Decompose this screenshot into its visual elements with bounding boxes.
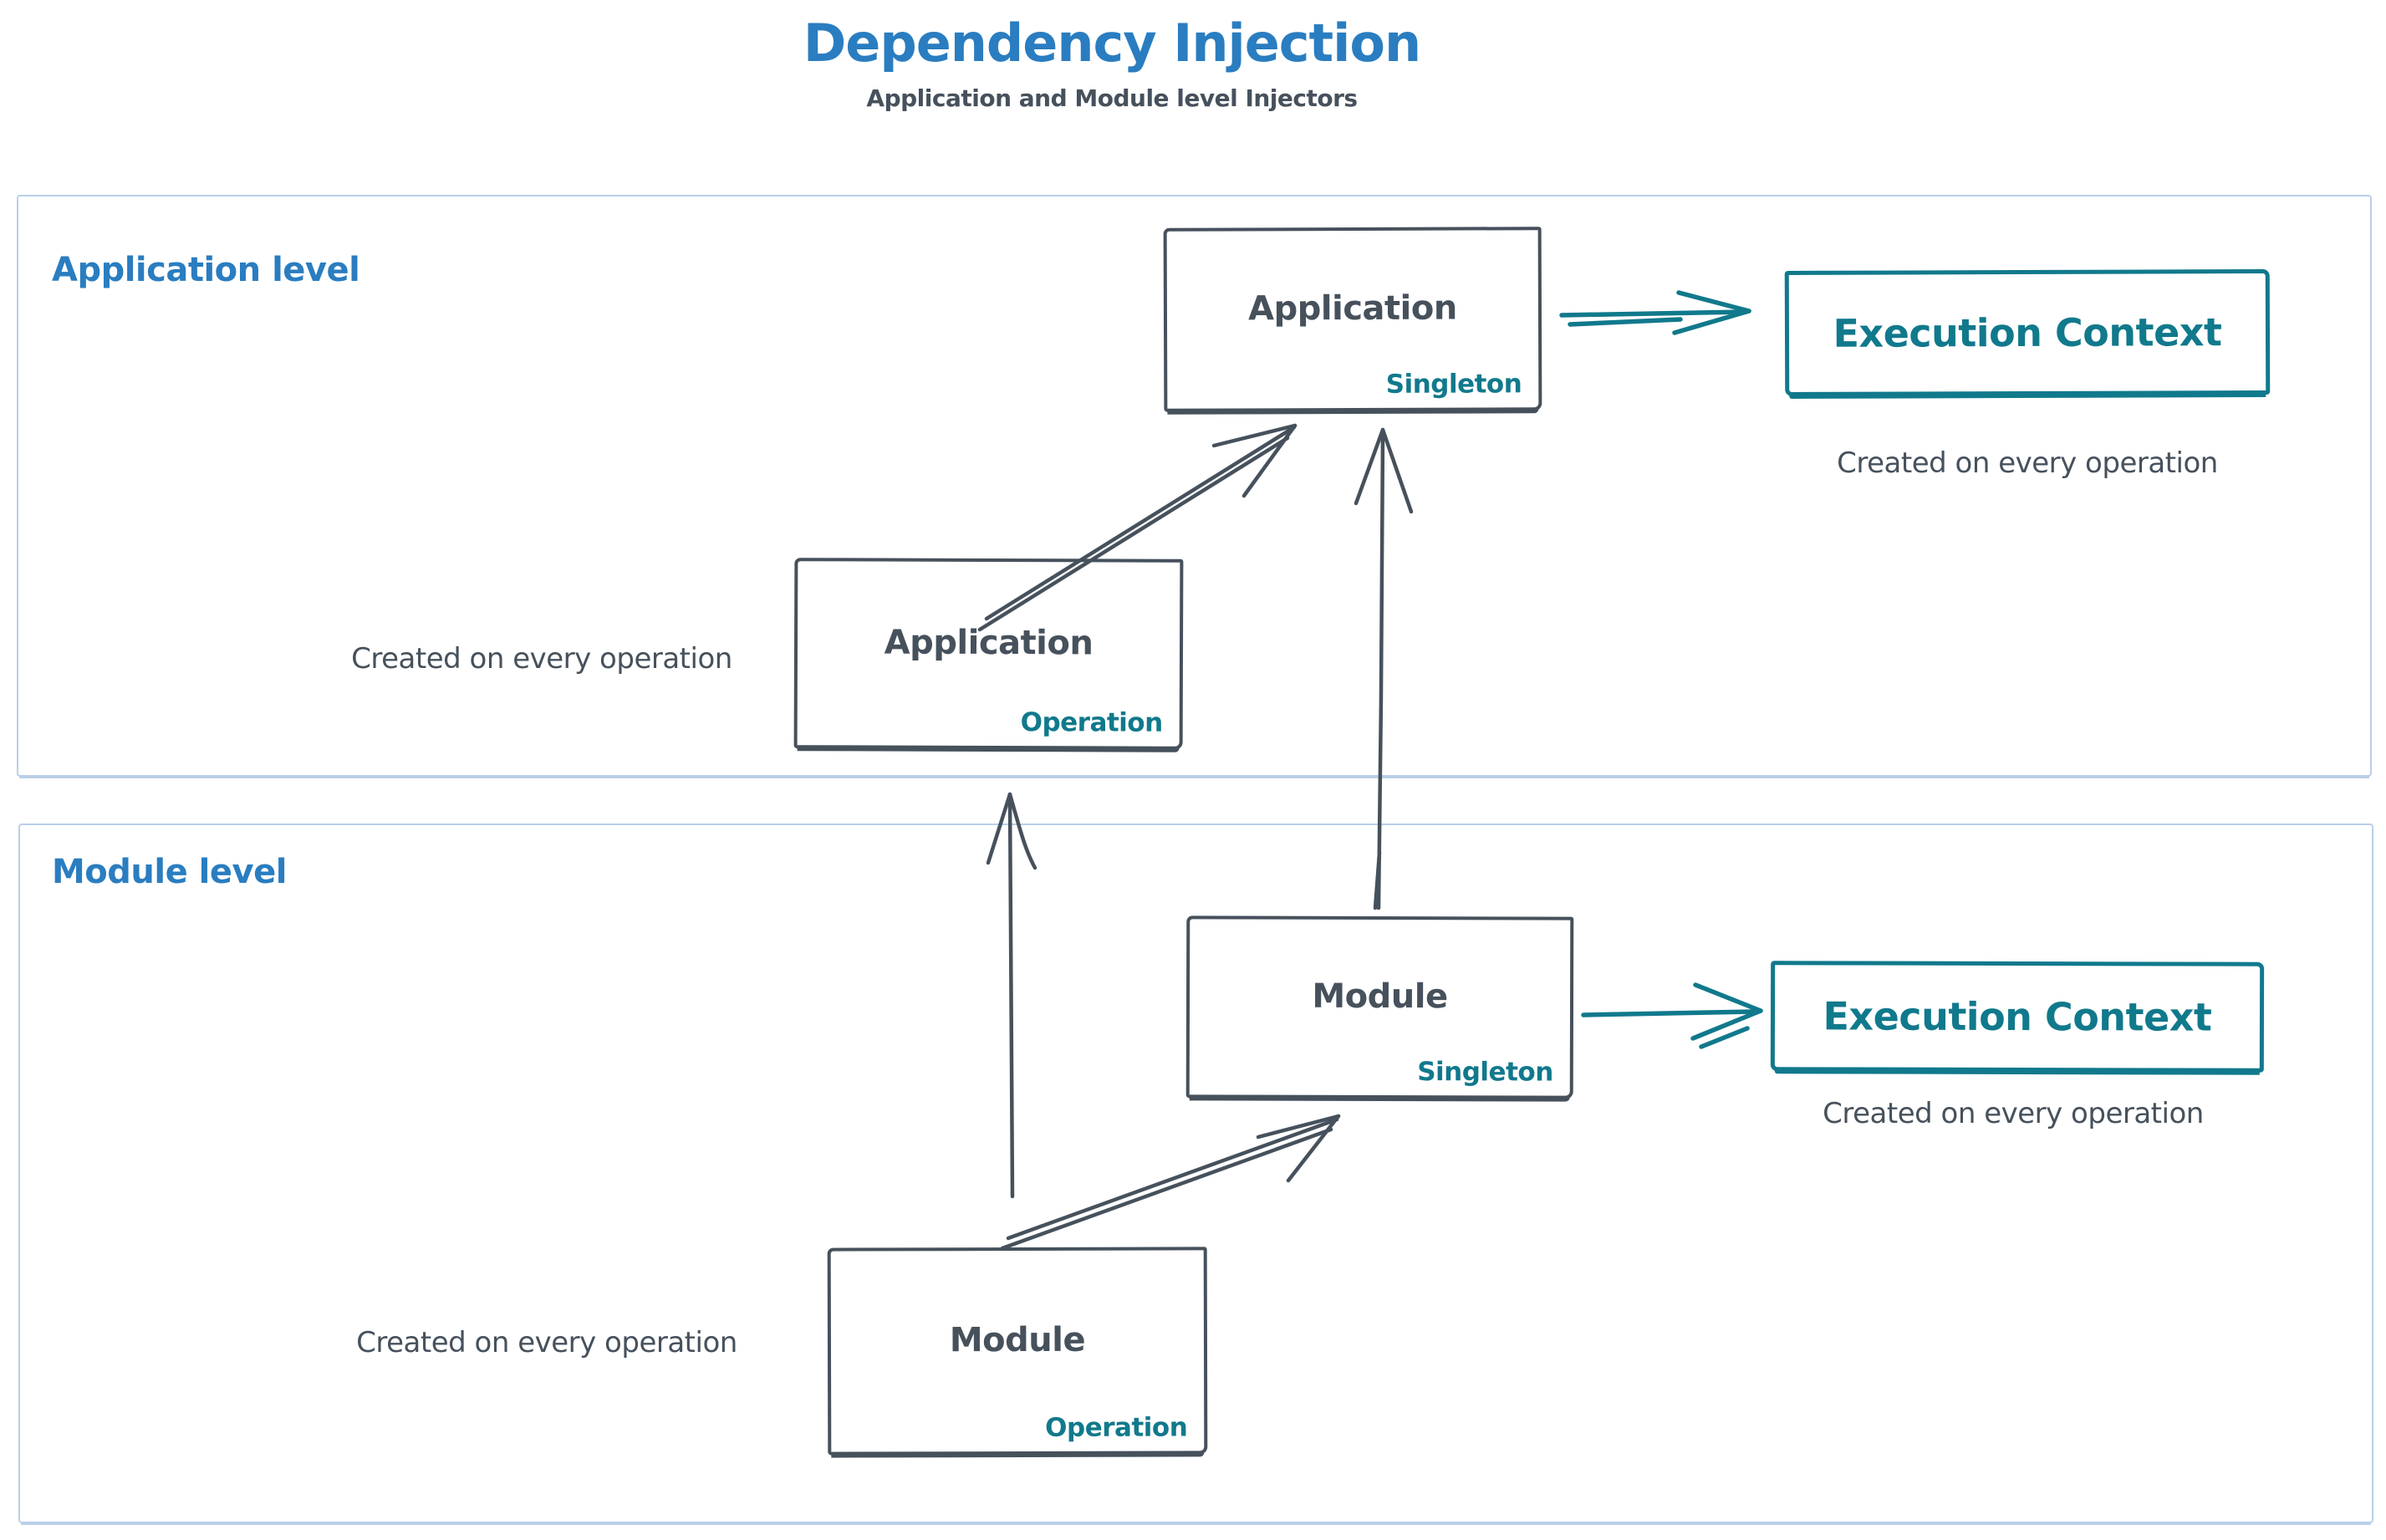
module-singleton-badge: Singleton [1417,1057,1553,1088]
application-singleton-badge: Singleton [1385,369,1522,400]
diagram-header: Dependency Injection Application and Mod… [694,0,1530,113]
module-operation-caption: Created on every operation [356,1326,737,1359]
application-singleton-box: Application Singleton [1163,227,1542,412]
application-execution-context-caption: Created on every operation [1837,446,2218,480]
application-singleton-title: Application [1248,288,1457,329]
application-operation-caption: Created on every operation [351,642,732,676]
module-singleton-title: Module [1312,977,1448,1017]
module-operation-badge: Operation [1045,1412,1188,1443]
module-operation-box: Module Operation [827,1247,1208,1456]
module-execution-context-title: Execution Context [1823,993,2212,1040]
application-operation-box: Application Operation [793,558,1184,750]
page-subtitle: Application and Module level Injectors [866,84,1358,113]
application-level-label: Application level [52,251,360,289]
module-execution-context-caption: Created on every operation [1823,1097,2204,1130]
page-title: Dependency Injection [803,13,1421,74]
application-execution-context-title: Execution Context [1833,309,2222,356]
application-operation-title: Application [884,623,1094,663]
application-operation-badge: Operation [1020,707,1163,738]
module-operation-title: Module [949,1320,1086,1360]
module-execution-context-box: Execution Context [1770,961,2265,1073]
application-execution-context-box: Execution Context [1784,268,2271,397]
module-level-label: Module level [52,853,287,891]
module-singleton-box: Module Singleton [1185,915,1574,1099]
